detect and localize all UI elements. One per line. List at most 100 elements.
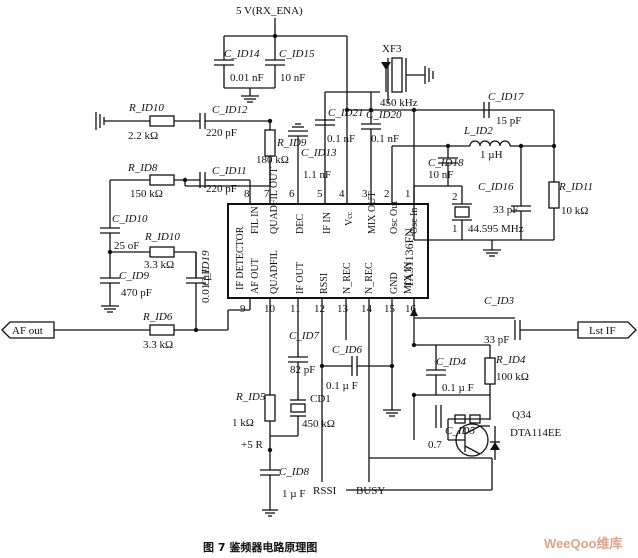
r-id4-ref: R_ID4 [495, 354, 526, 366]
c-id11-val: 220 pF [206, 183, 237, 195]
resistor-r-id5 [264, 394, 276, 422]
c-id11-ref: C_ID11 [212, 165, 247, 177]
c-id8-ref: C_ID8 [279, 466, 309, 478]
c-id17-ref: C_ID17 [488, 91, 524, 103]
pin9-name: AF OUT [250, 258, 261, 294]
cap-c-id14 [214, 59, 234, 88]
r-id4-val: 100 kΩ [496, 371, 529, 383]
figure-caption: 图 7 鉴频器电路原理图 [203, 540, 317, 554]
resistor-r-id9 [264, 129, 276, 157]
cap-c-id7 [288, 340, 308, 400]
c-id4-val: 0.1 µ F [442, 382, 474, 394]
transistor-q34 [447, 414, 500, 460]
pin8-num: 8 [244, 188, 250, 200]
ground-symbol-pin15 [383, 409, 401, 417]
ic-if-detector-label: IF DETECTOR [235, 226, 246, 290]
pin6-name: DEC [295, 214, 306, 234]
r-id11-val: 10 kΩ [561, 205, 588, 217]
r-id5-ref: R_ID5 [235, 391, 266, 403]
pin14-num: 14 [361, 303, 373, 315]
pin12-name: RSSI [319, 273, 330, 294]
c-id9-ref: C_ID9 [119, 270, 149, 282]
pin12-num: 12 [314, 303, 325, 315]
xf3-val: 450 kHz [380, 97, 418, 109]
cap-c-id20 [361, 110, 381, 146]
pin14-name: N_REC [364, 262, 375, 294]
c-id14-val: 0.01 nF [230, 72, 264, 84]
pin5-num: 5 [317, 188, 323, 200]
c-id6-val: 0.1 µ F [326, 380, 358, 392]
q34-part: DTA114EE [510, 427, 562, 439]
pin11-name: IF OUT [295, 262, 306, 294]
ground-symbol-osc [483, 249, 501, 257]
lst-if-port [577, 321, 637, 339]
c-id13-val: 1.1 nF [303, 169, 331, 181]
cap-c-id10 [100, 227, 120, 252]
resistor-r-id6 [149, 324, 175, 336]
resistor-r-id4 [484, 357, 496, 385]
cap-c-id17 [483, 102, 490, 118]
ground-symbol [241, 95, 259, 103]
rssi-label: RSSI [313, 485, 337, 497]
pin6-num: 6 [289, 188, 295, 200]
cap-c-id21 [315, 119, 335, 126]
busy-label: BUSY [356, 485, 385, 497]
cap-c-id13 [288, 123, 308, 186]
pin15-name: GND [389, 272, 400, 294]
r-id10a-val: 2.2 kΩ [128, 130, 158, 142]
lst-if-label: Lst IF [589, 325, 616, 337]
xf3-ref: XF3 [382, 43, 402, 55]
resistor-r-id10-b [149, 246, 175, 258]
c-id16-ref: C_ID18 [428, 157, 464, 169]
c-id19-ref: C_ID19 [200, 250, 212, 286]
r-id10a-ref: R_ID10 [128, 102, 164, 114]
r-id6-val: 3.3 kΩ [143, 339, 173, 351]
pin13-name: N_REC [342, 262, 353, 294]
resistor-r-id10-a [149, 115, 175, 127]
cd1-val: 450 kΩ [302, 418, 335, 430]
cap-c-id9 [100, 277, 120, 313]
pin1-num: 1 [405, 188, 411, 200]
crystal-pin1: 1 [452, 223, 458, 235]
c-id5-val: 0.7 [428, 439, 442, 451]
pin2-name: Osc Out [389, 201, 400, 234]
cap-c-id12 [199, 113, 270, 129]
crystal-44-595-mhz [452, 203, 472, 221]
r-id9-ref: R_ID9 [276, 137, 307, 149]
pin2-num: 2 [384, 188, 390, 200]
cap-c-id18 [511, 205, 531, 240]
r-id11-ref: R_ID11 [558, 181, 593, 193]
inductor-l-id2 [469, 140, 511, 147]
cap-c-id3 [514, 320, 521, 340]
pin7-num: 7 [264, 188, 270, 200]
c-id13-ref: C_ID13 [301, 147, 337, 159]
pin10-num: 10 [264, 303, 276, 315]
pin11-num: 11 [290, 303, 301, 315]
q34-ref: Q34 [512, 409, 531, 421]
c-id17-val: 15 pF [496, 115, 521, 127]
c-id16-val: 10 nF [428, 169, 453, 181]
pin8-name: FIL IN [250, 206, 261, 234]
c-id6-ref: C_ID6 [332, 344, 362, 356]
resistor-r-id8 [149, 174, 175, 186]
pin5-name: IF IN [322, 212, 333, 234]
supply-vcc-label: 5 V(RX_ENA) [236, 5, 303, 17]
watermark-weeqoo: WeeQoo维库 [544, 536, 623, 551]
c-id15-val: 10 nF [280, 72, 305, 84]
ic-part-label: TA31136FN [402, 228, 416, 288]
cap-c-id6 [322, 356, 392, 376]
pin7-name: QUADFIL OUT [269, 167, 280, 234]
c-id18-ref: C_ID16 [478, 181, 514, 193]
ground-symbol-left [95, 112, 150, 130]
r-id8-ref: R_ID8 [127, 162, 158, 174]
c-id4-ref: C_ID4 [436, 356, 466, 368]
c-id15-ref: C_ID15 [279, 48, 315, 60]
c-id10-ref: C_ID10 [112, 213, 148, 225]
pin9-num: 9 [240, 303, 246, 315]
r-id5-val: 1 kΩ [232, 417, 254, 429]
pin16-name: MIX IN [403, 262, 414, 295]
pin10-name: QUADFIL [269, 250, 280, 294]
c-id9-val: 470 pF [121, 287, 152, 299]
c-id20-ref: C_ID20 [366, 109, 402, 121]
af-out-label: AF out [12, 325, 43, 337]
